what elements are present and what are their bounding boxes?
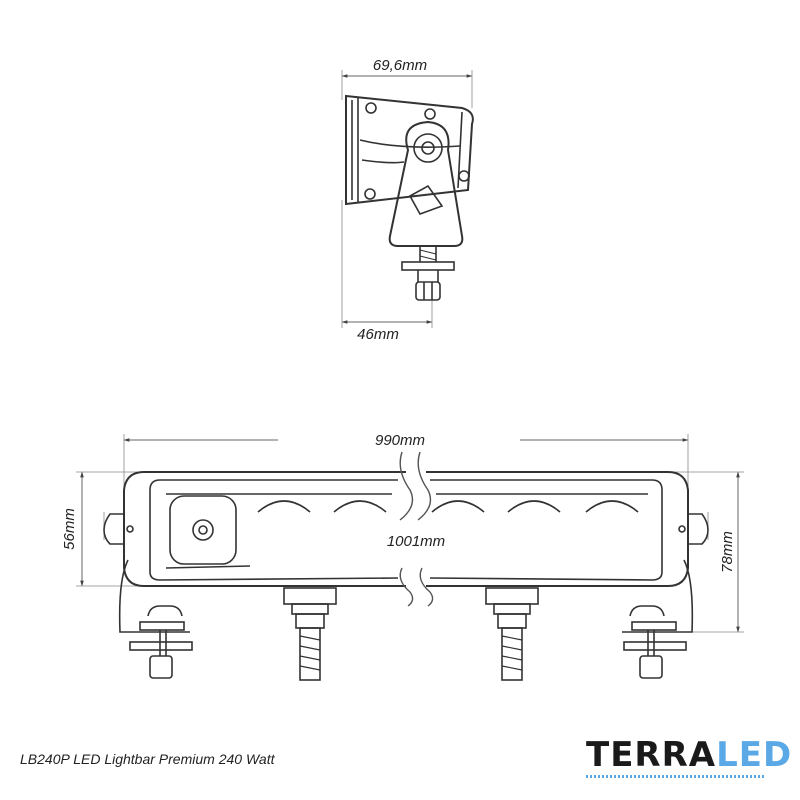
side-view: [341, 70, 474, 328]
logo-part2: LED: [716, 735, 793, 775]
front-view: [76, 434, 744, 681]
dim-front-length: 990mm: [375, 432, 425, 449]
dim-front-height: 56mm: [61, 508, 78, 550]
dim-front-total-height: 78mm: [719, 531, 736, 573]
dim-side-width: 69,6mm: [373, 57, 427, 74]
logo-dots: [586, 775, 764, 778]
logo-part1: TERRA: [586, 735, 717, 775]
dim-side-depth: 46mm: [357, 326, 399, 343]
dim-front-total: 1001mm: [387, 533, 445, 550]
brand-logo: TERRALED: [586, 735, 792, 775]
product-caption: LB240P LED Lightbar Premium 240 Watt: [20, 751, 275, 767]
